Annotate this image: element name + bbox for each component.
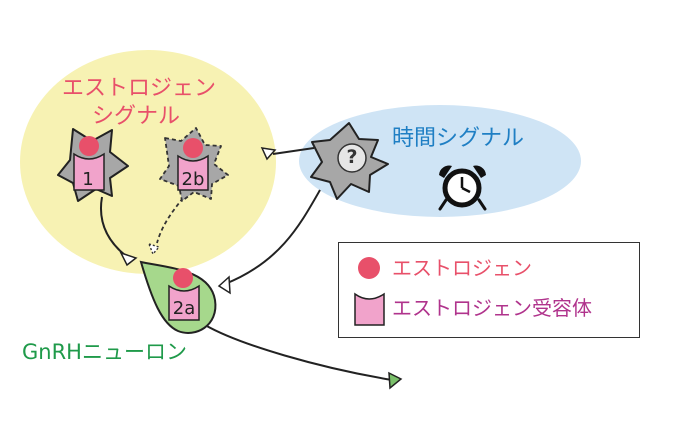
neuron-1-number: 1 [82, 169, 94, 190]
axon-neuron-1 [100, 196, 127, 257]
alarm-clock-icon [438, 165, 487, 211]
legend-box [338, 242, 640, 338]
estrogen-signal-bubble [20, 50, 276, 274]
estrogen-signal-label-line2: シグナル [92, 104, 181, 129]
gnrh-axon-terminal [388, 371, 403, 390]
legend-receptor-label: エストロジェン受容体 [392, 296, 592, 320]
question-circle [337, 143, 367, 173]
time-signal-label: 時間シグナル [392, 126, 525, 151]
gnrh-neuron-receptor [168, 284, 200, 321]
gnrh-neuron-estrogen [173, 268, 193, 288]
estrogen-signal-label-line1: エストロジェン [62, 76, 217, 101]
dendrite-terminal-time [260, 147, 277, 161]
dendrite-time-neuron [272, 147, 315, 155]
neuron-2b-receptor [177, 154, 209, 191]
legend-estrogen-label: エストロジェン [392, 256, 532, 280]
axon-time-neuron [224, 189, 321, 285]
axon-terminal-1 [119, 251, 138, 267]
neuron-2b-number: 2b [181, 169, 205, 190]
neuron-2b-estrogen [183, 138, 203, 158]
gnrh-neuron-label: GnRHニューロン [22, 340, 187, 364]
axon-terminal-time [217, 275, 231, 295]
neuron-2a-number: 2a [172, 298, 196, 319]
axon-terminal-2b [147, 242, 161, 256]
gnrh-axon [204, 324, 393, 381]
question-mark: ? [346, 146, 358, 168]
neuron-1-estrogen [79, 136, 99, 156]
neuron-1-receptor [73, 152, 105, 191]
